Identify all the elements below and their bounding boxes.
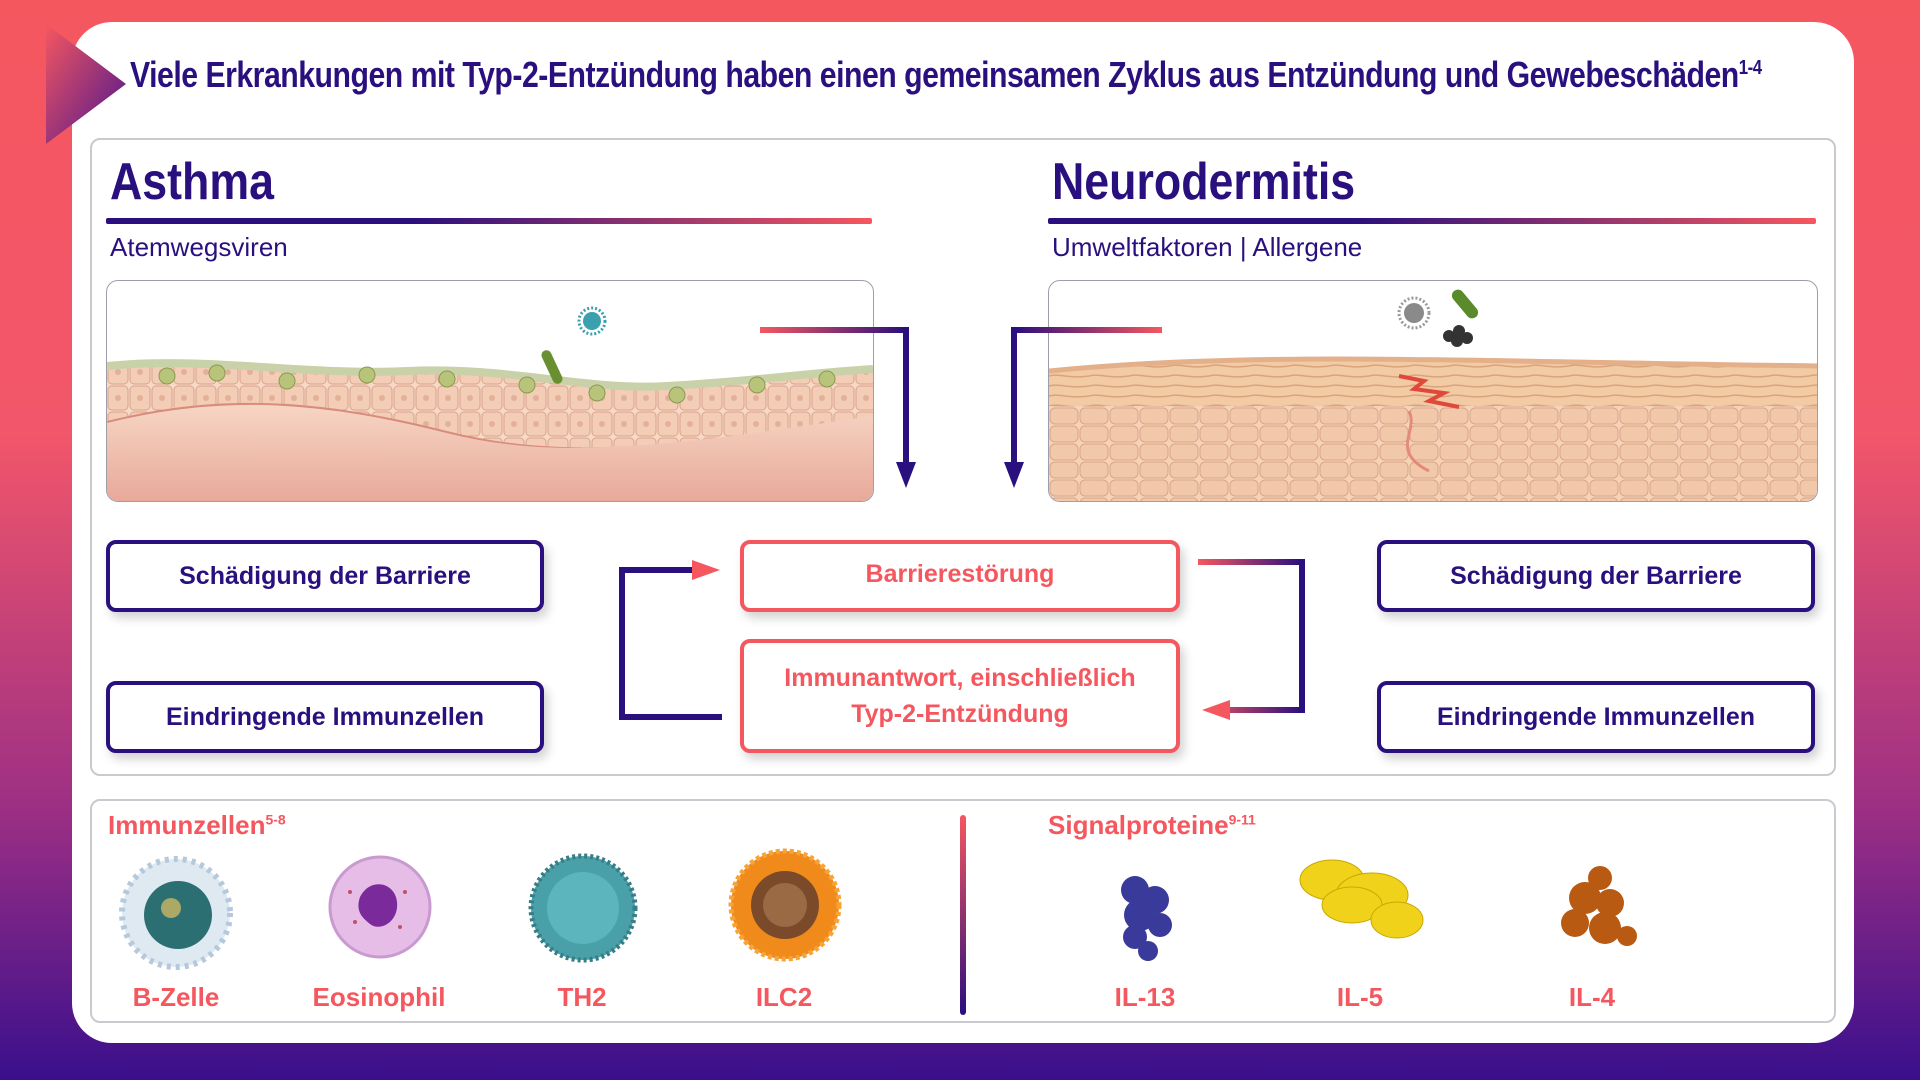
neuro-title: Neurodermitis (1052, 153, 1356, 211)
ilc2-cell-icon (728, 848, 842, 962)
asthma-rule (106, 218, 872, 224)
eosinophil-label: Eosinophil (312, 982, 446, 1012)
th2-cell-icon (528, 853, 638, 963)
neuro-rule (1048, 218, 1816, 224)
skin-tissue-image (1048, 280, 1818, 502)
immune-response-box: Immunantwort, einschließlich Typ-2-Entzü… (740, 639, 1180, 753)
asthma-title: Asthma (110, 153, 275, 211)
asthma-barrier-damage-box: Schädigung der Barriere (106, 540, 544, 612)
b-cell-icon (119, 856, 233, 970)
pollen-icon (1397, 296, 1431, 330)
signal-proteins-heading: Signalproteine9-11 (1048, 810, 1256, 840)
cells-proteins-panel (90, 799, 1836, 1023)
bacterium-icon (1451, 289, 1479, 319)
neuro-immune-cells-box: Eindringende Immunzellen (1377, 681, 1815, 753)
il4-protein-icon (1561, 866, 1637, 946)
th2-label: TH2 (557, 982, 607, 1012)
barrier-disorder-box: Barrierestörung (740, 540, 1180, 612)
il5-label: IL-5 (1336, 982, 1384, 1012)
neuro-barrier-damage-box: Schädigung der Barriere (1377, 540, 1815, 612)
disease-panel (90, 138, 1836, 776)
il13-label: IL-13 (1114, 982, 1176, 1012)
eosinophil-icon (328, 855, 432, 959)
b-cell-label: B-Zelle (132, 982, 220, 1012)
page-title: Viele Erkrankungen mit Typ-2-Entzündung … (130, 54, 1762, 95)
il13-protein-icon (1121, 876, 1172, 961)
ilc2-label: ILC2 (755, 982, 813, 1012)
asthma-subtitle: Atemwegsviren (110, 232, 288, 262)
il5-protein-icon (1299, 859, 1424, 939)
asthma-immune-cells-box: Eindringende Immunzellen (106, 681, 544, 753)
section-divider (960, 815, 966, 1015)
play-triangle-icon (46, 24, 126, 144)
dust-icon (1443, 325, 1473, 347)
virus-icon (577, 306, 607, 336)
il4-label: IL-4 (1568, 982, 1616, 1012)
neuro-subtitle: Umweltfaktoren | Allergene (1052, 232, 1363, 262)
immune-cells-heading: Immunzellen5-8 (108, 810, 286, 840)
bacterium-icon (541, 350, 563, 384)
airway-tissue-image (106, 280, 874, 502)
